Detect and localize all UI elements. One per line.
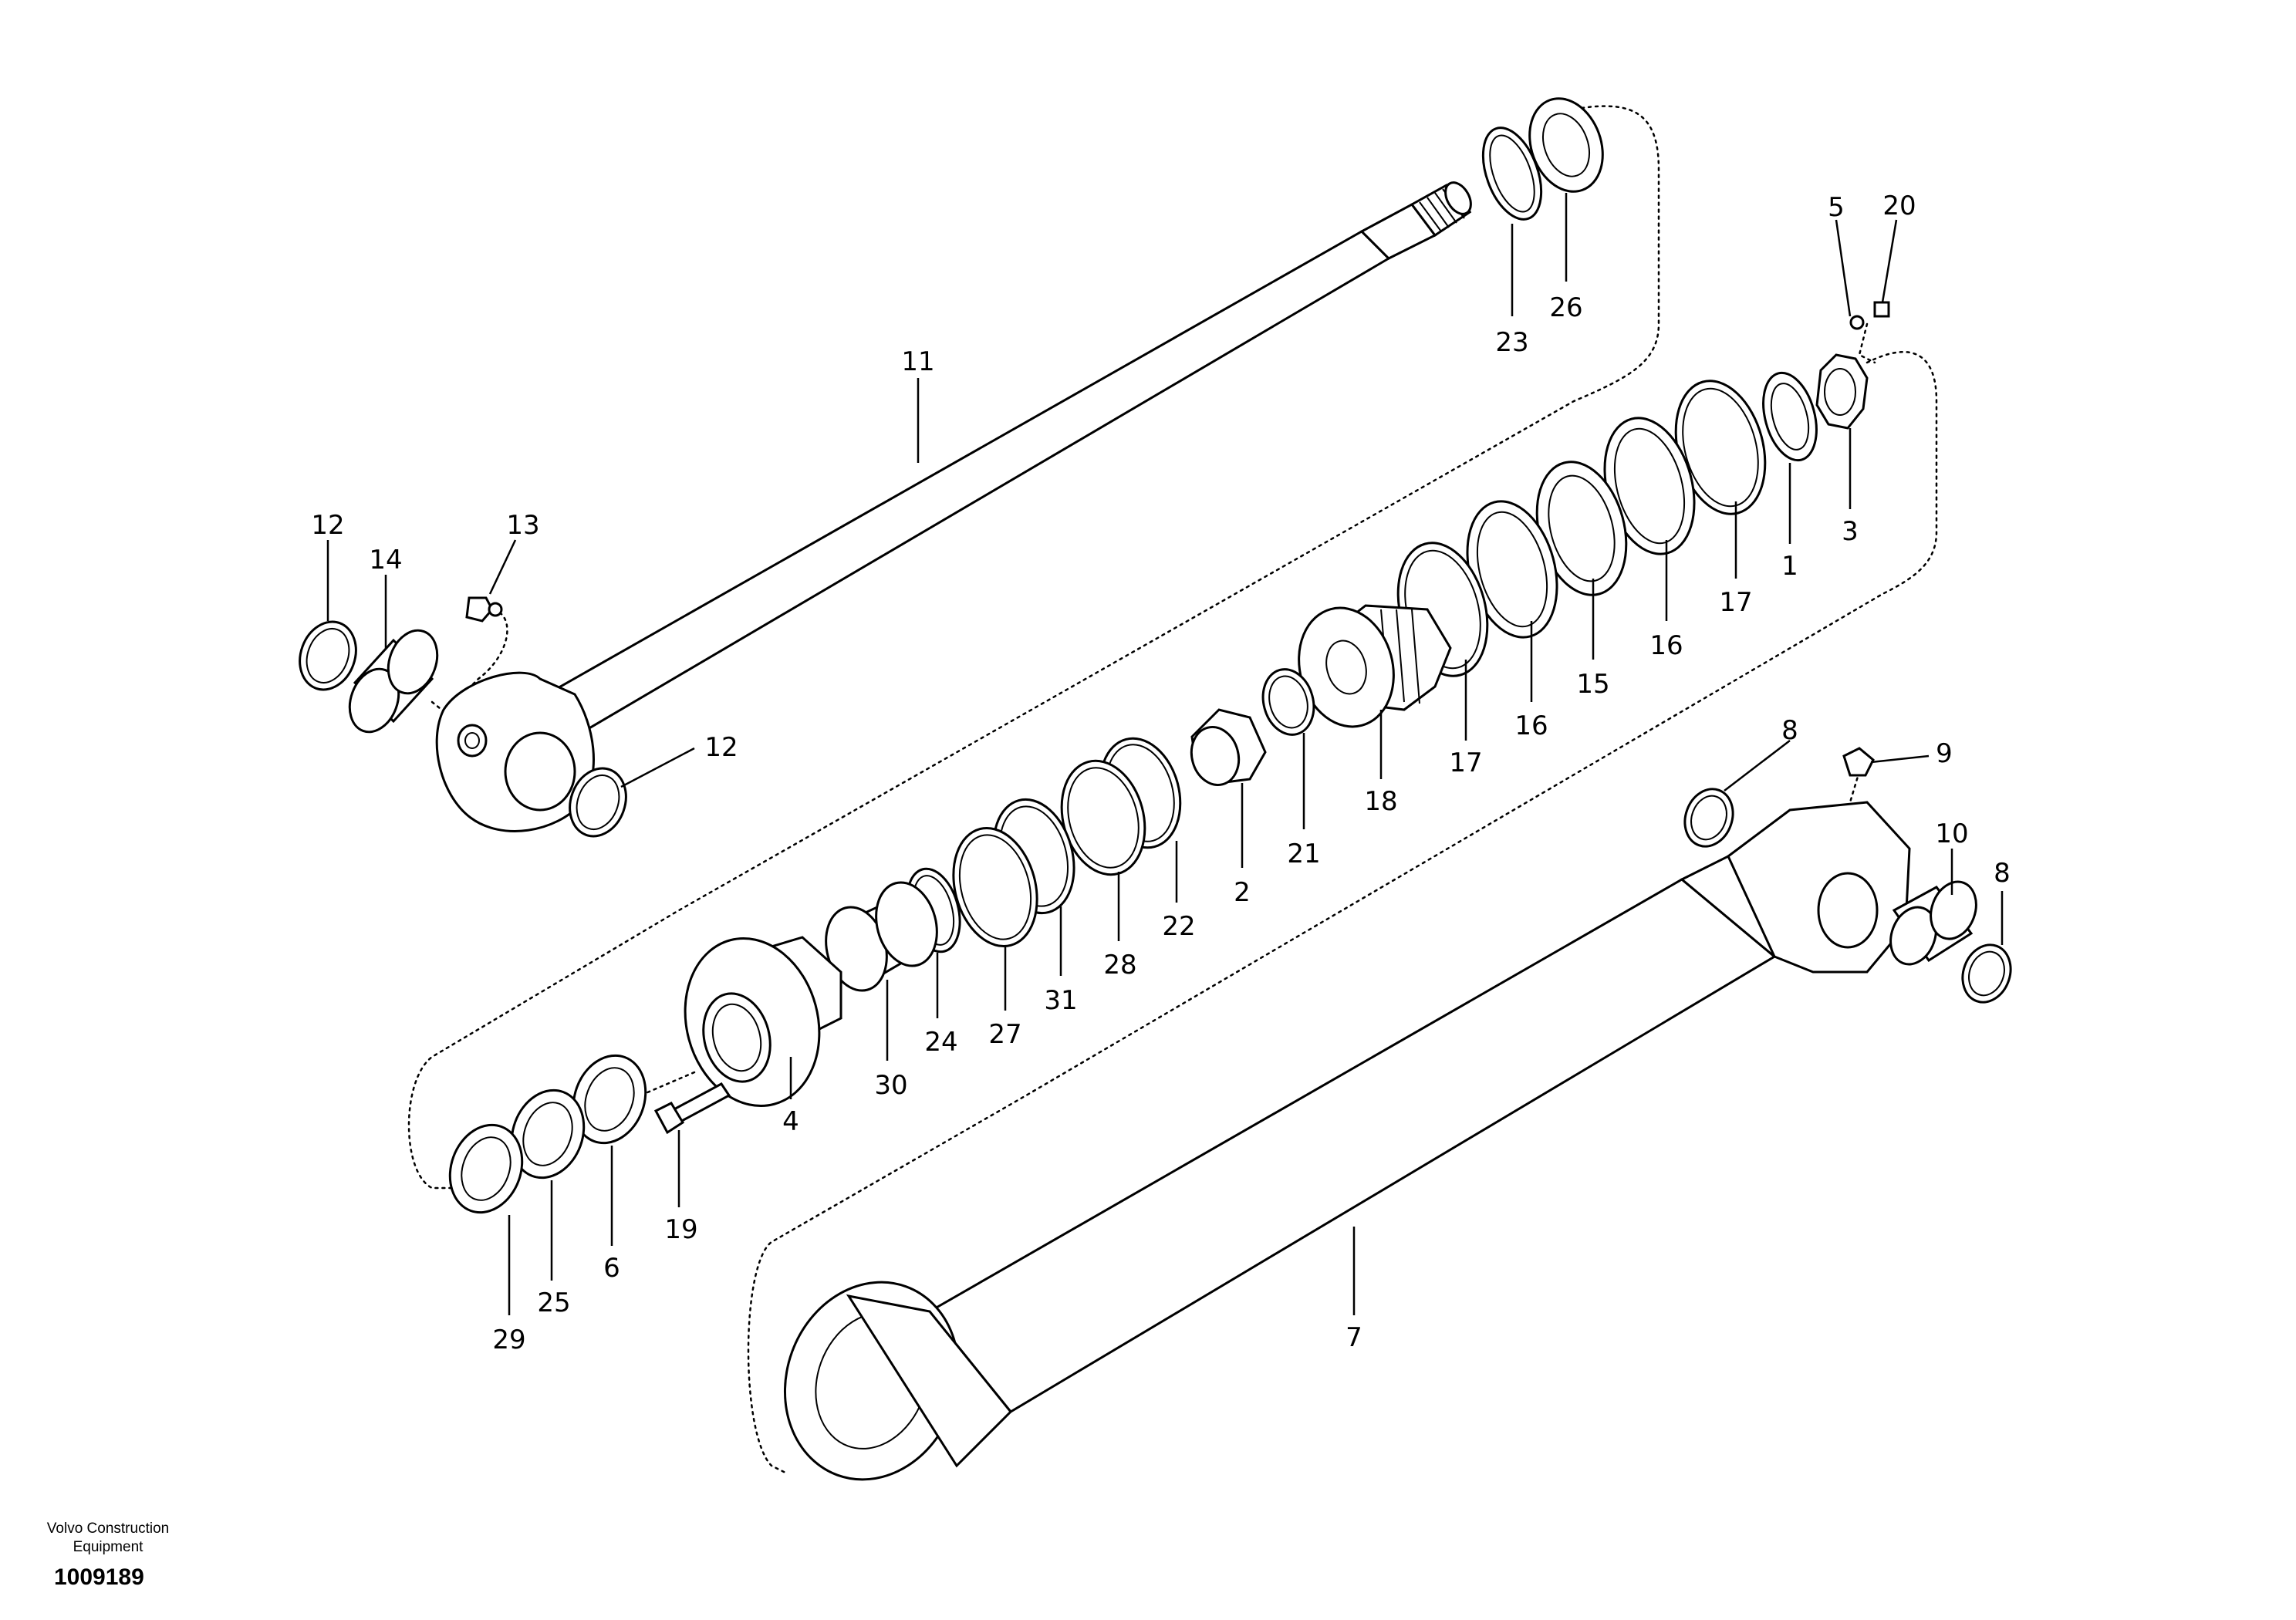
seal-8-right xyxy=(1961,943,2012,1004)
callout-21: 21 xyxy=(1287,839,1320,869)
callout-22: 22 xyxy=(1162,911,1195,942)
callout-12-right: 12 xyxy=(704,732,738,763)
seal-25 xyxy=(510,1088,586,1180)
callout-16-right: 16 xyxy=(1649,630,1683,661)
callout-14: 14 xyxy=(369,545,402,575)
cushion-ring-2 xyxy=(1190,708,1267,787)
bolt-19 xyxy=(653,1082,731,1135)
manufacturer-label: Volvo Construction Equipment xyxy=(23,1520,193,1557)
seal-8-left xyxy=(1683,788,1734,848)
callout-labels: 11 23 26 5 20 12 14 13 12 1 3 17 16 15 1… xyxy=(311,191,2010,1355)
bushing-10 xyxy=(1889,880,1977,966)
callout-23: 23 xyxy=(1495,327,1528,358)
set-screw-20 xyxy=(1873,301,1890,318)
manufacturer-line-2: Equipment xyxy=(73,1539,144,1555)
seal-26 xyxy=(1528,97,1604,193)
callout-19: 19 xyxy=(664,1214,697,1245)
callout-13: 13 xyxy=(506,510,539,541)
assembly-path-grease-9 xyxy=(1846,770,1861,812)
snap-ring-23 xyxy=(1481,127,1543,221)
assembly-path-nut xyxy=(1858,322,1876,364)
wear-ring-15 xyxy=(1535,461,1628,596)
assembly-path-piston xyxy=(747,350,1938,1475)
piston-18 xyxy=(1298,604,1452,728)
rod-cover-4 xyxy=(684,936,842,1108)
callout-25: 25 xyxy=(537,1288,570,1318)
set-screw-5 xyxy=(1849,315,1865,330)
callout-4: 4 xyxy=(782,1106,799,1137)
callout-9: 9 xyxy=(1936,738,1953,769)
wiper-ring-6 xyxy=(572,1054,647,1145)
callout-17-left: 17 xyxy=(1449,748,1482,778)
callout-3: 3 xyxy=(1842,516,1859,547)
callout-30: 30 xyxy=(874,1070,907,1101)
callout-5: 5 xyxy=(1828,192,1845,223)
callout-2: 2 xyxy=(1234,877,1251,908)
callout-11: 11 xyxy=(901,346,934,377)
drawing-number: 1009189 xyxy=(54,1564,144,1590)
callout-8-right: 8 xyxy=(1994,858,2011,889)
callout-20: 20 xyxy=(1882,191,1916,221)
callout-27: 27 xyxy=(988,1019,1021,1050)
piston-rod xyxy=(435,181,1472,832)
callout-6: 6 xyxy=(603,1253,620,1284)
cylinder-tube xyxy=(783,801,1911,1481)
bushing-30 xyxy=(825,881,938,992)
callout-26: 26 xyxy=(1549,292,1582,323)
callout-24: 24 xyxy=(924,1027,957,1058)
callout-15: 15 xyxy=(1576,669,1609,700)
callout-17-right: 17 xyxy=(1719,587,1752,618)
manufacturer-line-1: Volvo Construction xyxy=(46,1520,170,1537)
callout-7: 7 xyxy=(1346,1322,1362,1353)
callout-29: 29 xyxy=(492,1325,525,1355)
grease-fitting-13 xyxy=(465,596,503,623)
nut-3 xyxy=(1815,353,1869,430)
dust-seal-29 xyxy=(448,1123,524,1214)
callout-18: 18 xyxy=(1364,786,1397,817)
callout-28: 28 xyxy=(1103,950,1136,980)
callout-31: 31 xyxy=(1044,985,1077,1016)
callout-10: 10 xyxy=(1935,818,1968,849)
callout-1: 1 xyxy=(1781,551,1798,582)
leader-lines xyxy=(326,193,2004,1315)
seal-12-right xyxy=(569,767,627,838)
o-ring-21 xyxy=(1261,668,1315,736)
seal-12-left xyxy=(299,620,357,691)
bushing-14 xyxy=(348,629,439,734)
callout-12-left: 12 xyxy=(311,510,344,541)
callout-8-left: 8 xyxy=(1781,715,1798,746)
lock-washer-1 xyxy=(1762,371,1818,462)
callout-16-left: 16 xyxy=(1514,710,1548,741)
assembly-path-bolt-19 xyxy=(639,1071,696,1097)
grease-fitting-9 xyxy=(1842,747,1875,777)
